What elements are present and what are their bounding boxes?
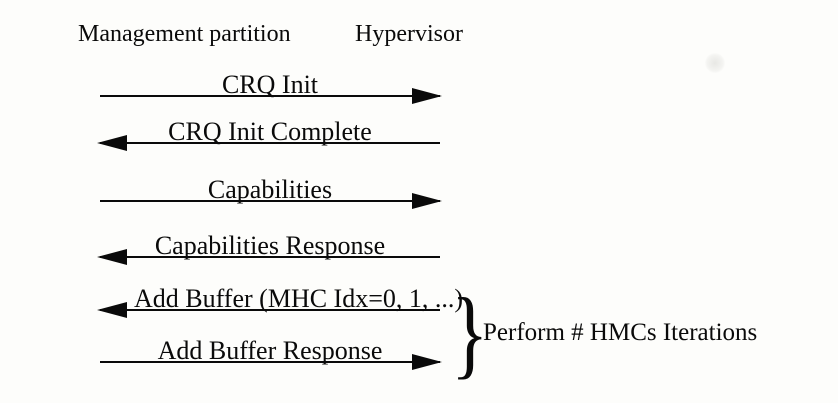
message-label: Capabilities Response: [154, 231, 386, 260]
message-label: Capabilities: [207, 175, 333, 204]
message-label: Add Buffer Response: [157, 336, 383, 365]
message-row-add-buffer-response: Add Buffer Response: [100, 334, 442, 370]
arrowhead-right-icon: [412, 88, 442, 104]
message-row-crq-init-complete: CRQ Init Complete: [97, 115, 440, 151]
iteration-brace: }: [451, 277, 489, 388]
message-row-add-buffer: Add Buffer (MHC Idx=0, 1, ...): [97, 282, 464, 318]
scan-smudge-artifact: [705, 53, 725, 73]
arrow-shaft: [100, 142, 440, 144]
iteration-note: Perform # HMCs Iterations: [483, 319, 758, 346]
message-row-crq-init: CRQ Init: [100, 68, 442, 104]
arrow-shaft: [100, 309, 440, 311]
message-label: Add Buffer (MHC Idx=0, 1, ...): [134, 284, 464, 313]
arrowhead-right-icon: [412, 354, 442, 370]
arrow-shaft: [100, 361, 440, 363]
arrow-shaft: [100, 95, 440, 97]
actor-label-hypervisor: Hypervisor: [355, 21, 463, 47]
arrowhead-left-icon: [97, 249, 127, 265]
message-row-capabilities: Capabilities: [100, 173, 442, 209]
actor-label-management-partition: Management partition: [78, 21, 291, 47]
message-label: CRQ Init Complete: [168, 117, 372, 146]
arrow-shaft: [100, 200, 440, 202]
message-label: CRQ Init: [221, 70, 319, 99]
arrowhead-left-icon: [97, 302, 127, 318]
arrowhead-left-icon: [97, 135, 127, 151]
arrowhead-right-icon: [412, 193, 442, 209]
message-row-capabilities-response: Capabilities Response: [97, 229, 440, 265]
arrow-shaft: [100, 256, 440, 258]
